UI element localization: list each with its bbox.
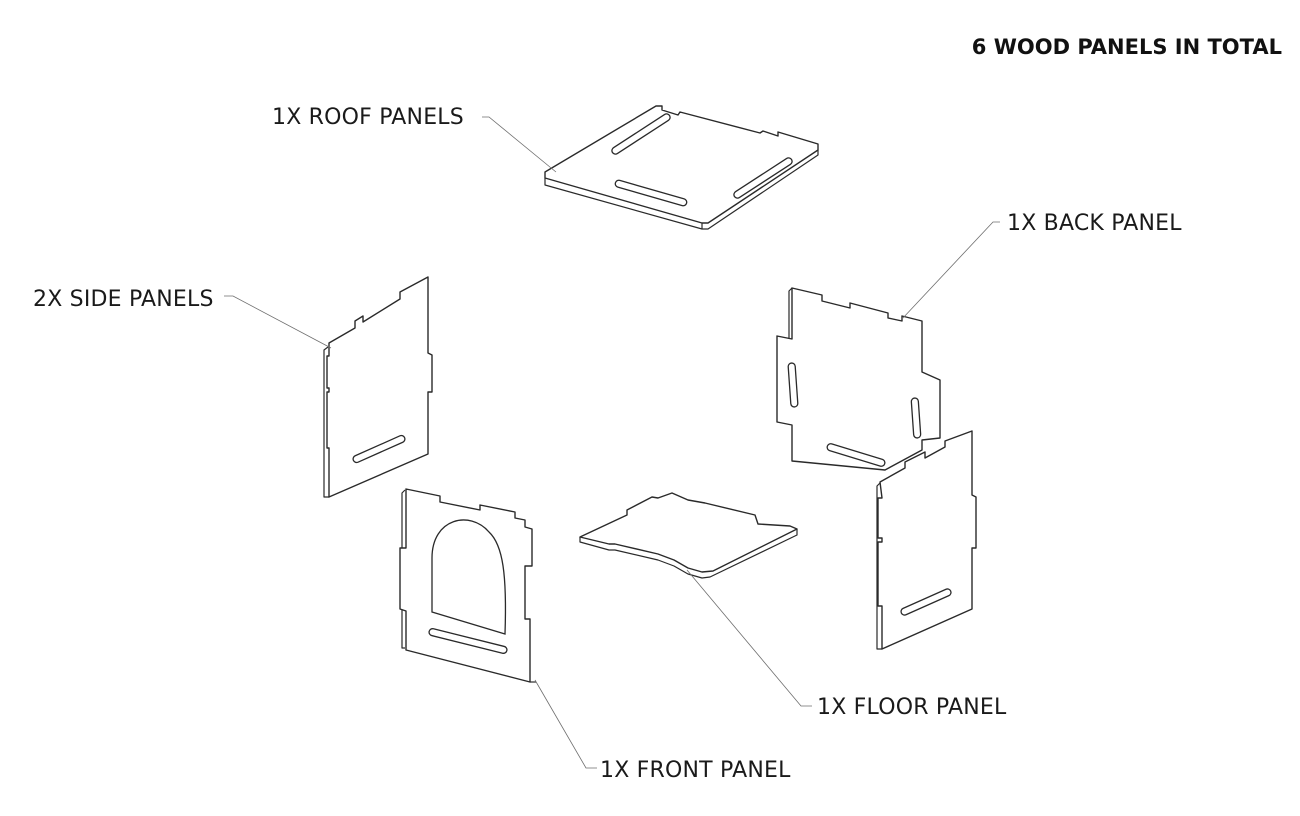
side-2-slot [900, 588, 952, 616]
back-leader [901, 221, 1000, 320]
front-label: 1X FRONT PANEL [600, 758, 791, 783]
side-leader [224, 295, 332, 349]
floor-leader [686, 569, 812, 707]
side-label: 2X SIDE PANELS [33, 287, 214, 312]
back-panel [776, 287, 941, 471]
front-panel [399, 488, 536, 683]
roof-slot-bottom [614, 179, 688, 207]
back-label: 1X BACK PANEL [1007, 211, 1182, 236]
back-slot-right [910, 397, 922, 439]
side-panel-2 [876, 430, 977, 650]
roof-slot-right [733, 157, 793, 199]
floor-label: 1X FLOOR PANEL [817, 695, 1007, 720]
diagram-title: 6 WOOD PANELS IN TOTAL [972, 35, 1282, 59]
side-slot [352, 434, 406, 464]
side-panel [323, 276, 433, 498]
front-slot [428, 628, 508, 654]
roof-leader [482, 116, 557, 173]
roof-panel [544, 105, 819, 230]
back-slot-bottom [826, 443, 886, 467]
leader-lines [224, 116, 1000, 769]
roof-label: 1X ROOF PANELS [272, 105, 464, 130]
front-leader [534, 679, 597, 769]
back-slot-left [787, 362, 799, 408]
front-arch-opening [431, 519, 507, 635]
floor-panel [579, 492, 798, 579]
roof-slot-left [611, 113, 671, 155]
